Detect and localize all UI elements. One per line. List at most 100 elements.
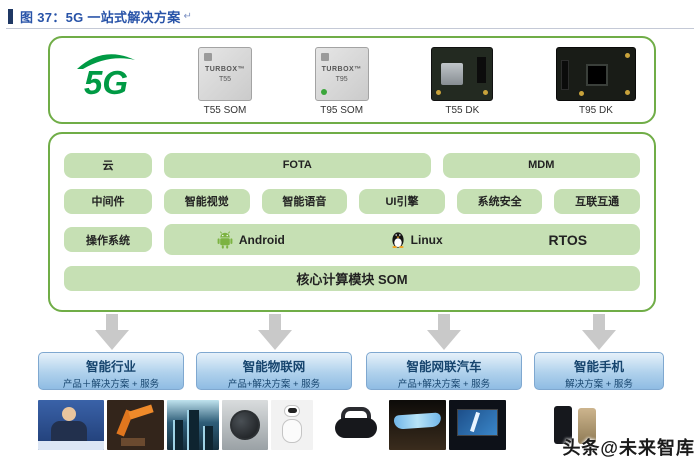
5g-logo: 5G bbox=[68, 52, 144, 99]
photo-detail bbox=[121, 438, 145, 446]
app-title: 智能网联汽车 bbox=[406, 360, 482, 374]
industrial-robot-photo bbox=[107, 400, 164, 450]
os-linux: Linux bbox=[391, 231, 443, 249]
module-component bbox=[320, 53, 329, 61]
product-caption: T95 SOM bbox=[320, 105, 364, 116]
module-model-text: T95 bbox=[335, 75, 348, 83]
module-brand-text: TURBOX™ bbox=[204, 66, 246, 73]
app-title: 智能行业 bbox=[85, 360, 136, 374]
android-icon bbox=[217, 231, 233, 249]
city-skyline-photo bbox=[167, 400, 219, 450]
board-heatsink bbox=[441, 63, 464, 85]
pill-mdm: MDM bbox=[442, 152, 640, 178]
smartphones-photo bbox=[545, 400, 607, 450]
pill-smart-vision: 智能视觉 bbox=[164, 188, 250, 214]
5g-swoosh-icon bbox=[77, 54, 135, 69]
vr-headset-photo bbox=[326, 400, 386, 450]
board-connector bbox=[477, 57, 487, 83]
photo-detail bbox=[288, 408, 297, 413]
pill-interconnection: 互联互通 bbox=[554, 188, 640, 214]
t95-dk-image bbox=[555, 47, 636, 101]
row-label-middleware: 中间件 bbox=[64, 188, 152, 214]
photo-detail bbox=[554, 406, 572, 444]
app-title: 智能手机 bbox=[573, 360, 624, 374]
products-panel: 5G TURBOX™ T55 T55 SOM TURBOX™ bbox=[48, 36, 656, 124]
module-indicator-dot bbox=[320, 89, 327, 95]
module-silkscreen: TURBOX™ T95 bbox=[316, 65, 368, 85]
app-box-connected-vehicle: 智能网联汽车 产品+解决方案 + 服务 bbox=[366, 352, 522, 390]
os-bar: Android Linux RTOS bbox=[164, 224, 640, 256]
pill-core-som: 核心计算模块 SOM bbox=[64, 266, 640, 292]
down-arrow bbox=[95, 314, 129, 350]
board-pad bbox=[578, 91, 584, 96]
watermark: 头条@未来智库 bbox=[562, 438, 695, 458]
product-row: TURBOX™ T55 T55 SOM TURBOX™ T95 T95 SOM bbox=[198, 47, 636, 116]
linux-penguin-icon bbox=[392, 232, 404, 249]
cloud-row: 云 FOTA MDM bbox=[64, 152, 640, 178]
down-arrow bbox=[582, 314, 616, 350]
title-accent-bar bbox=[8, 9, 13, 24]
software-stack-panel: 云 FOTA MDM 中间件 智能视觉 智能语音 UI引擎 系统安全 互联互通 … bbox=[48, 132, 656, 312]
app-box-smart-iot: 智能物联网 产品+解决方案 + 服务 bbox=[196, 352, 352, 390]
board-pad bbox=[624, 90, 630, 95]
middleware-row: 中间件 智能视觉 智能语音 UI引擎 系统安全 互联互通 bbox=[64, 188, 640, 214]
t55-som-image: TURBOX™ T55 bbox=[198, 47, 252, 101]
photo-detail bbox=[335, 418, 377, 438]
news-anchor-photo bbox=[38, 400, 104, 450]
app-box-smart-industry: 智能行业 产品＋解决方案 + 服务 bbox=[38, 352, 184, 390]
pill-fota: FOTA bbox=[164, 152, 431, 178]
photo-detail bbox=[341, 407, 371, 421]
app-subtitle: 解决方案 + 服务 bbox=[565, 379, 633, 390]
module-model-text: T55 bbox=[218, 75, 232, 83]
down-arrow bbox=[258, 314, 292, 350]
middleware-items: 智能视觉 智能语音 UI引擎 系统安全 互联互通 bbox=[164, 188, 640, 214]
module-silkscreen: TURBOX™ T55 bbox=[199, 65, 251, 85]
module-brand-text: TURBOX™ bbox=[321, 66, 362, 73]
product-t95-dk: T95 DK bbox=[555, 47, 636, 116]
app-title: 智能物联网 bbox=[242, 360, 306, 374]
humanoid-robot-photo bbox=[271, 400, 313, 450]
photo-detail bbox=[187, 410, 199, 450]
product-t55-som: TURBOX™ T55 T55 SOM bbox=[198, 47, 252, 116]
paragraph-return-mark: ↵ bbox=[183, 11, 192, 22]
board-pad bbox=[483, 90, 489, 95]
os-row: 操作系统 Android bbox=[64, 224, 640, 256]
figure-title-bar: 图 37：5G 一站式解决方案 ↵ bbox=[8, 7, 192, 26]
board-connector bbox=[560, 60, 569, 90]
robot-vacuum-photo bbox=[222, 400, 268, 450]
os-rtos-label: RTOS bbox=[548, 231, 588, 248]
photo-detail bbox=[578, 408, 596, 444]
t55-dk-image bbox=[431, 47, 494, 101]
product-t55-dk: T55 DK bbox=[431, 47, 494, 116]
board-soc-chip bbox=[585, 64, 608, 86]
os-android: Android bbox=[217, 231, 285, 249]
figure-title: 图 37：5G 一站式解决方案 bbox=[20, 10, 181, 25]
module-component bbox=[204, 53, 212, 61]
photo-detail bbox=[62, 407, 76, 421]
pill-system-security: 系统安全 bbox=[456, 188, 543, 214]
t95-som-image: TURBOX™ T95 bbox=[314, 47, 369, 101]
product-caption: T95 DK bbox=[579, 105, 613, 116]
photo-detail bbox=[203, 426, 213, 450]
photo-detail bbox=[393, 412, 442, 430]
board-pad bbox=[624, 53, 630, 58]
photo-detail bbox=[230, 410, 260, 440]
car-navigation-photo bbox=[449, 400, 506, 450]
som-row: 核心计算模块 SOM bbox=[64, 266, 640, 292]
example-photo-strip bbox=[38, 400, 607, 450]
product-t95-som: TURBOX™ T95 T95 SOM bbox=[314, 47, 369, 116]
photo-detail bbox=[51, 421, 87, 441]
photo-detail bbox=[128, 404, 154, 420]
down-arrow bbox=[427, 314, 461, 350]
car-cockpit-photo bbox=[389, 400, 446, 450]
5g-logo-text: 5G bbox=[83, 64, 129, 101]
cloud-items: FOTA MDM bbox=[164, 152, 640, 178]
row-label-os: 操作系统 bbox=[64, 227, 152, 253]
os-android-label: Android bbox=[238, 232, 285, 247]
pill-smart-voice: 智能语音 bbox=[261, 188, 348, 214]
title-divider bbox=[6, 28, 694, 29]
photo-detail bbox=[282, 419, 302, 443]
product-caption: T55 SOM bbox=[203, 105, 247, 116]
app-subtitle: 产品+解决方案 + 服务 bbox=[397, 379, 491, 390]
board-pad bbox=[436, 90, 442, 95]
